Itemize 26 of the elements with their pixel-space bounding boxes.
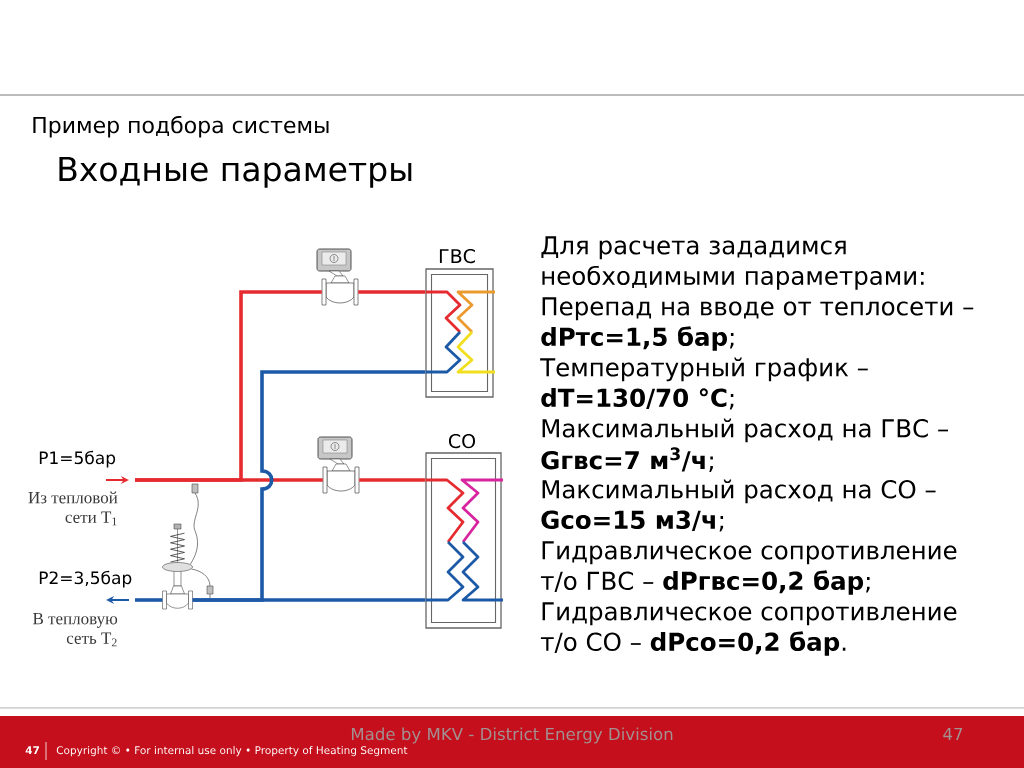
subtitle: Пример подбора системы xyxy=(33,115,329,138)
pipe-caption: Из тепловой сети T$_{1}$ xyxy=(28,491,118,526)
page-number: 47 xyxy=(25,746,39,754)
node-label: СО xyxy=(448,433,476,449)
pipe xyxy=(135,598,163,602)
page-number: 47 xyxy=(943,727,963,740)
footer-note: Made by MKV - District Energy Division xyxy=(351,727,673,744)
pipe-caption: В тепловую сеть T$_{2}$ xyxy=(33,613,118,647)
parameter-text: Гидравлическое сопротивление т/о СО – dPсо=0,2 бар. xyxy=(540,602,957,656)
control-valve xyxy=(317,436,360,494)
parameter-text: Температурный график – dT=130/70 °C; xyxy=(540,357,868,410)
copyright-text: Copyright © • For internal use only • Property of Heating Segment xyxy=(56,746,408,757)
heat-exchanger: СО xyxy=(425,433,503,629)
pipe xyxy=(192,598,426,602)
control-valve xyxy=(316,248,359,306)
parameter-text: Гидравлическое сопротивление т/о ГВС – dPгвс=0,2 бар; xyxy=(540,541,957,595)
pressure-label: P2=3,5бар xyxy=(39,570,132,588)
pipe xyxy=(358,290,426,294)
pipe xyxy=(359,478,426,482)
parameter-text: Максимальный расход на ГВС – Gгвс=7 м$^{3}$/ч; xyxy=(541,418,948,472)
slide-title: Входные параметры xyxy=(59,156,412,188)
node-label: ГВС xyxy=(439,248,475,264)
heat-exchanger: ГВС xyxy=(425,248,495,398)
parameter-text: Перепад на вводе от теплосети – dPтс=1,5 бар; xyxy=(541,297,974,351)
pressure-regulator xyxy=(162,483,214,610)
pipe xyxy=(135,478,323,482)
